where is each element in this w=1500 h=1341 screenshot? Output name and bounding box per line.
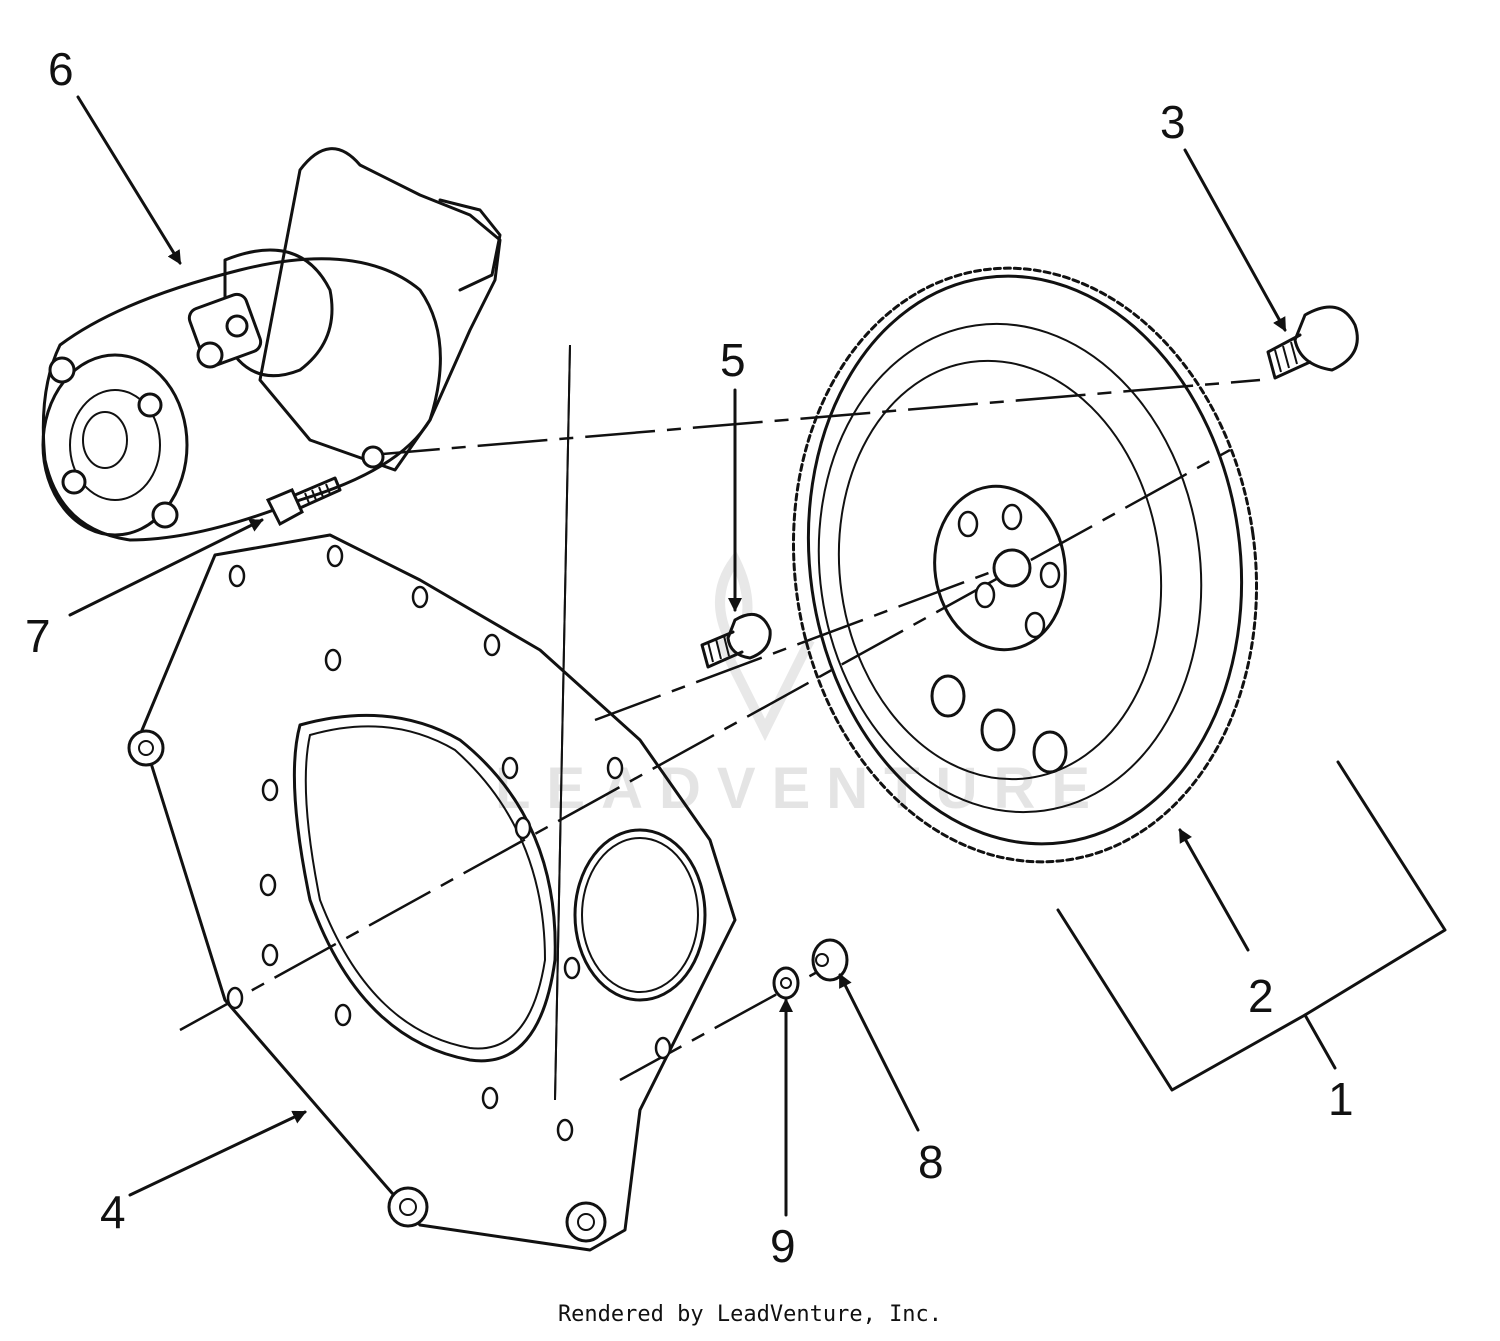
flywheel-assembly (791, 266, 1259, 864)
watermark-text: LEADVENTURE (495, 756, 1106, 821)
callout-6: 6 (48, 43, 74, 95)
callout-1: 1 (1328, 1073, 1354, 1125)
watermark: LEADVENTURE (495, 550, 1106, 821)
starter-bolt (265, 476, 342, 527)
callout-3: 3 (1160, 96, 1186, 148)
flywheel-bolt (1266, 305, 1359, 380)
centerlines (179, 344, 1261, 1101)
callout-5: 5 (720, 334, 746, 386)
callout-8: 8 (918, 1136, 944, 1188)
plate-bolt (700, 612, 772, 669)
dowel-bushings (127, 729, 607, 1243)
callout-9: 9 (770, 1220, 796, 1272)
adapter-plate (127, 533, 737, 1252)
footer-credit: Rendered by LeadVenture, Inc. (557, 1302, 943, 1327)
callout-4: 4 (100, 1186, 126, 1238)
leader-arrows (68, 95, 1287, 1217)
callout-2: 2 (1248, 970, 1274, 1022)
washer-nut (772, 938, 849, 1000)
assembly-bracket (1056, 760, 1447, 1092)
starter-motor (41, 147, 502, 542)
callout-7: 7 (25, 610, 51, 662)
